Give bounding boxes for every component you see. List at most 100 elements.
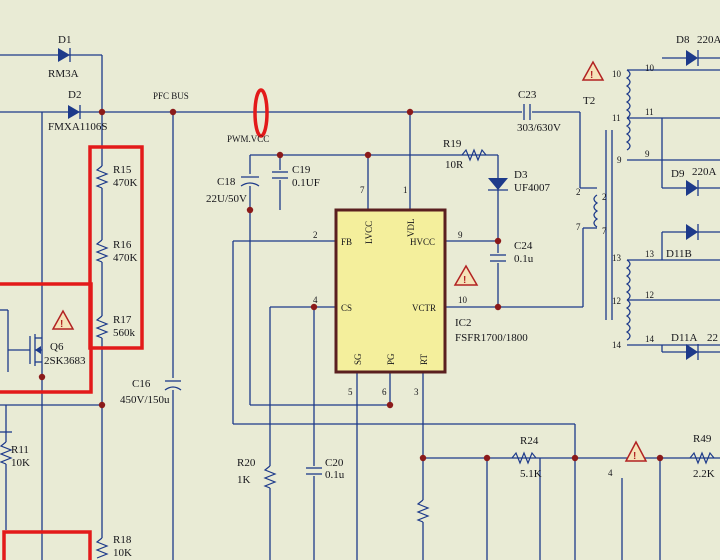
d8-ref: D8 <box>676 34 690 46</box>
pwm-vcc-label: PWM.VCC <box>227 134 269 144</box>
d1-symbol <box>58 48 71 62</box>
d1-ref: D1 <box>58 34 71 46</box>
d9-symbol <box>686 180 699 196</box>
r18-ref: R18 <box>113 534 132 546</box>
ic-pin-rt: RT <box>419 354 429 365</box>
r15-value: 470K <box>113 177 138 189</box>
warning-icon: ! <box>453 264 479 286</box>
r19-ref: R19 <box>443 138 462 150</box>
r11-ref: R11 <box>11 444 29 456</box>
r19-value: 10R <box>445 159 464 171</box>
ic-pin-vdl: VDL <box>406 219 416 238</box>
pin-number-lvcc: 7 <box>360 185 365 195</box>
r24-value: 5.1K <box>520 468 542 480</box>
r16-ref: R16 <box>113 239 132 251</box>
ic-pin-sg: SG <box>353 353 363 365</box>
d11a-ref: D11A <box>671 332 698 344</box>
t2-pin-7-b: 7 <box>602 226 607 236</box>
r18-value: 10K <box>113 547 132 559</box>
c18-ref: C18 <box>217 176 236 188</box>
t2-pin-12-a: 12 <box>612 296 621 306</box>
pin-number-pg: 6 <box>382 387 387 397</box>
ic-pin-vctr: VCTR <box>412 303 436 313</box>
d11b-ref: D11B <box>666 248 692 260</box>
ic-pin-fb: FB <box>341 237 352 247</box>
warning-icon: ! <box>51 309 75 330</box>
c19-ref: C19 <box>292 164 311 176</box>
ic-pin-pg: PG <box>386 353 396 365</box>
ic-pin-lvcc: LVCC <box>364 221 374 244</box>
highlight-boxes <box>0 88 269 560</box>
r11-value: 10K <box>11 457 30 469</box>
r20-ref: R20 <box>237 457 256 469</box>
t2-windings <box>593 69 631 341</box>
r17-ref: R17 <box>113 314 132 326</box>
d9-part: 220A <box>692 166 717 178</box>
r15-ref: R15 <box>113 164 132 176</box>
q6-part: 2SK3683 <box>44 355 86 367</box>
t2-pin-13-b: 13 <box>645 249 655 259</box>
d3-symbol <box>488 178 508 191</box>
c24-value: 0.1u <box>514 253 534 265</box>
pfc-bus-label: PFC BUS <box>153 91 189 101</box>
d2-ref: D2 <box>68 89 81 101</box>
t2-pin-11-a: 11 <box>612 113 621 123</box>
c23-value: 303/630V <box>517 122 561 134</box>
d8-part: 220A <box>697 34 720 46</box>
c20-value: 0.1u <box>325 469 345 481</box>
r49-value: 2.2K <box>693 468 715 480</box>
capacitor-symbols <box>164 103 532 476</box>
wires <box>0 54 720 560</box>
pin-number-sg: 5 <box>348 387 353 397</box>
d2-part: FMXA1106S <box>48 121 108 133</box>
ic2-part: FSFR1700/1800 <box>455 332 528 344</box>
d3-part: UF4007 <box>514 182 551 194</box>
t2-pin-9-a: 9 <box>617 155 622 165</box>
pin-number-hvcc: 9 <box>458 230 463 240</box>
r17-value: 560k <box>113 327 136 339</box>
pin-number-vdl: 1 <box>403 185 408 195</box>
t2-pin-10-b: 10 <box>645 63 655 73</box>
t2-pin-9-b: 9 <box>645 149 650 159</box>
d11a-symbol <box>686 344 699 360</box>
q6-symbol <box>0 309 42 372</box>
r49-ref: R49 <box>693 433 712 445</box>
pin-number-fb: 2 <box>313 230 318 240</box>
t2-pin-2-b: 2 <box>602 192 607 202</box>
c16-ref: C16 <box>132 378 151 390</box>
r20-value: 1K <box>237 474 251 486</box>
c18-value: 22U/50V <box>206 193 247 205</box>
junction-dots <box>38 108 664 462</box>
warning-icon: ! <box>581 60 605 81</box>
c24-ref: C24 <box>514 240 533 252</box>
ic2-package <box>334 208 447 374</box>
t2-pin-11-b: 11 <box>645 107 654 117</box>
q6-ref: Q6 <box>50 341 64 353</box>
d9-ref: D9 <box>671 168 685 180</box>
ic-pin-cs: CS <box>341 303 352 313</box>
r16-value: 470K <box>113 252 138 264</box>
c23-ref: C23 <box>518 89 537 101</box>
t2-pin-12-b: 12 <box>645 290 654 300</box>
warning-mark: ! <box>590 70 593 81</box>
d8-symbol <box>662 50 720 66</box>
t2-ref: T2 <box>583 95 595 107</box>
c20-ref: C20 <box>325 457 344 469</box>
c16-value: 450V/150u <box>120 394 170 406</box>
t2-pin-10-a: 10 <box>612 69 622 79</box>
t2-pin-2-a: 2 <box>576 187 581 197</box>
d11b-symbol <box>686 224 699 240</box>
pin-number-rt: 3 <box>414 387 419 397</box>
t2-pin-7-a: 7 <box>576 222 581 232</box>
ic2-ref: IC2 <box>455 317 472 329</box>
c19-value: 0.1UF <box>292 177 320 189</box>
r24-ref: R24 <box>520 435 539 447</box>
warning-mark: ! <box>463 275 466 286</box>
pin-number-vctr: 10 <box>458 295 468 305</box>
warning-icon: ! <box>624 440 648 462</box>
pin-4-label: 4 <box>608 468 613 478</box>
ic-pin-hvcc: HVCC <box>410 237 435 247</box>
t2-pin-14-a: 14 <box>612 340 622 350</box>
d1-part: RM3A <box>48 68 79 80</box>
